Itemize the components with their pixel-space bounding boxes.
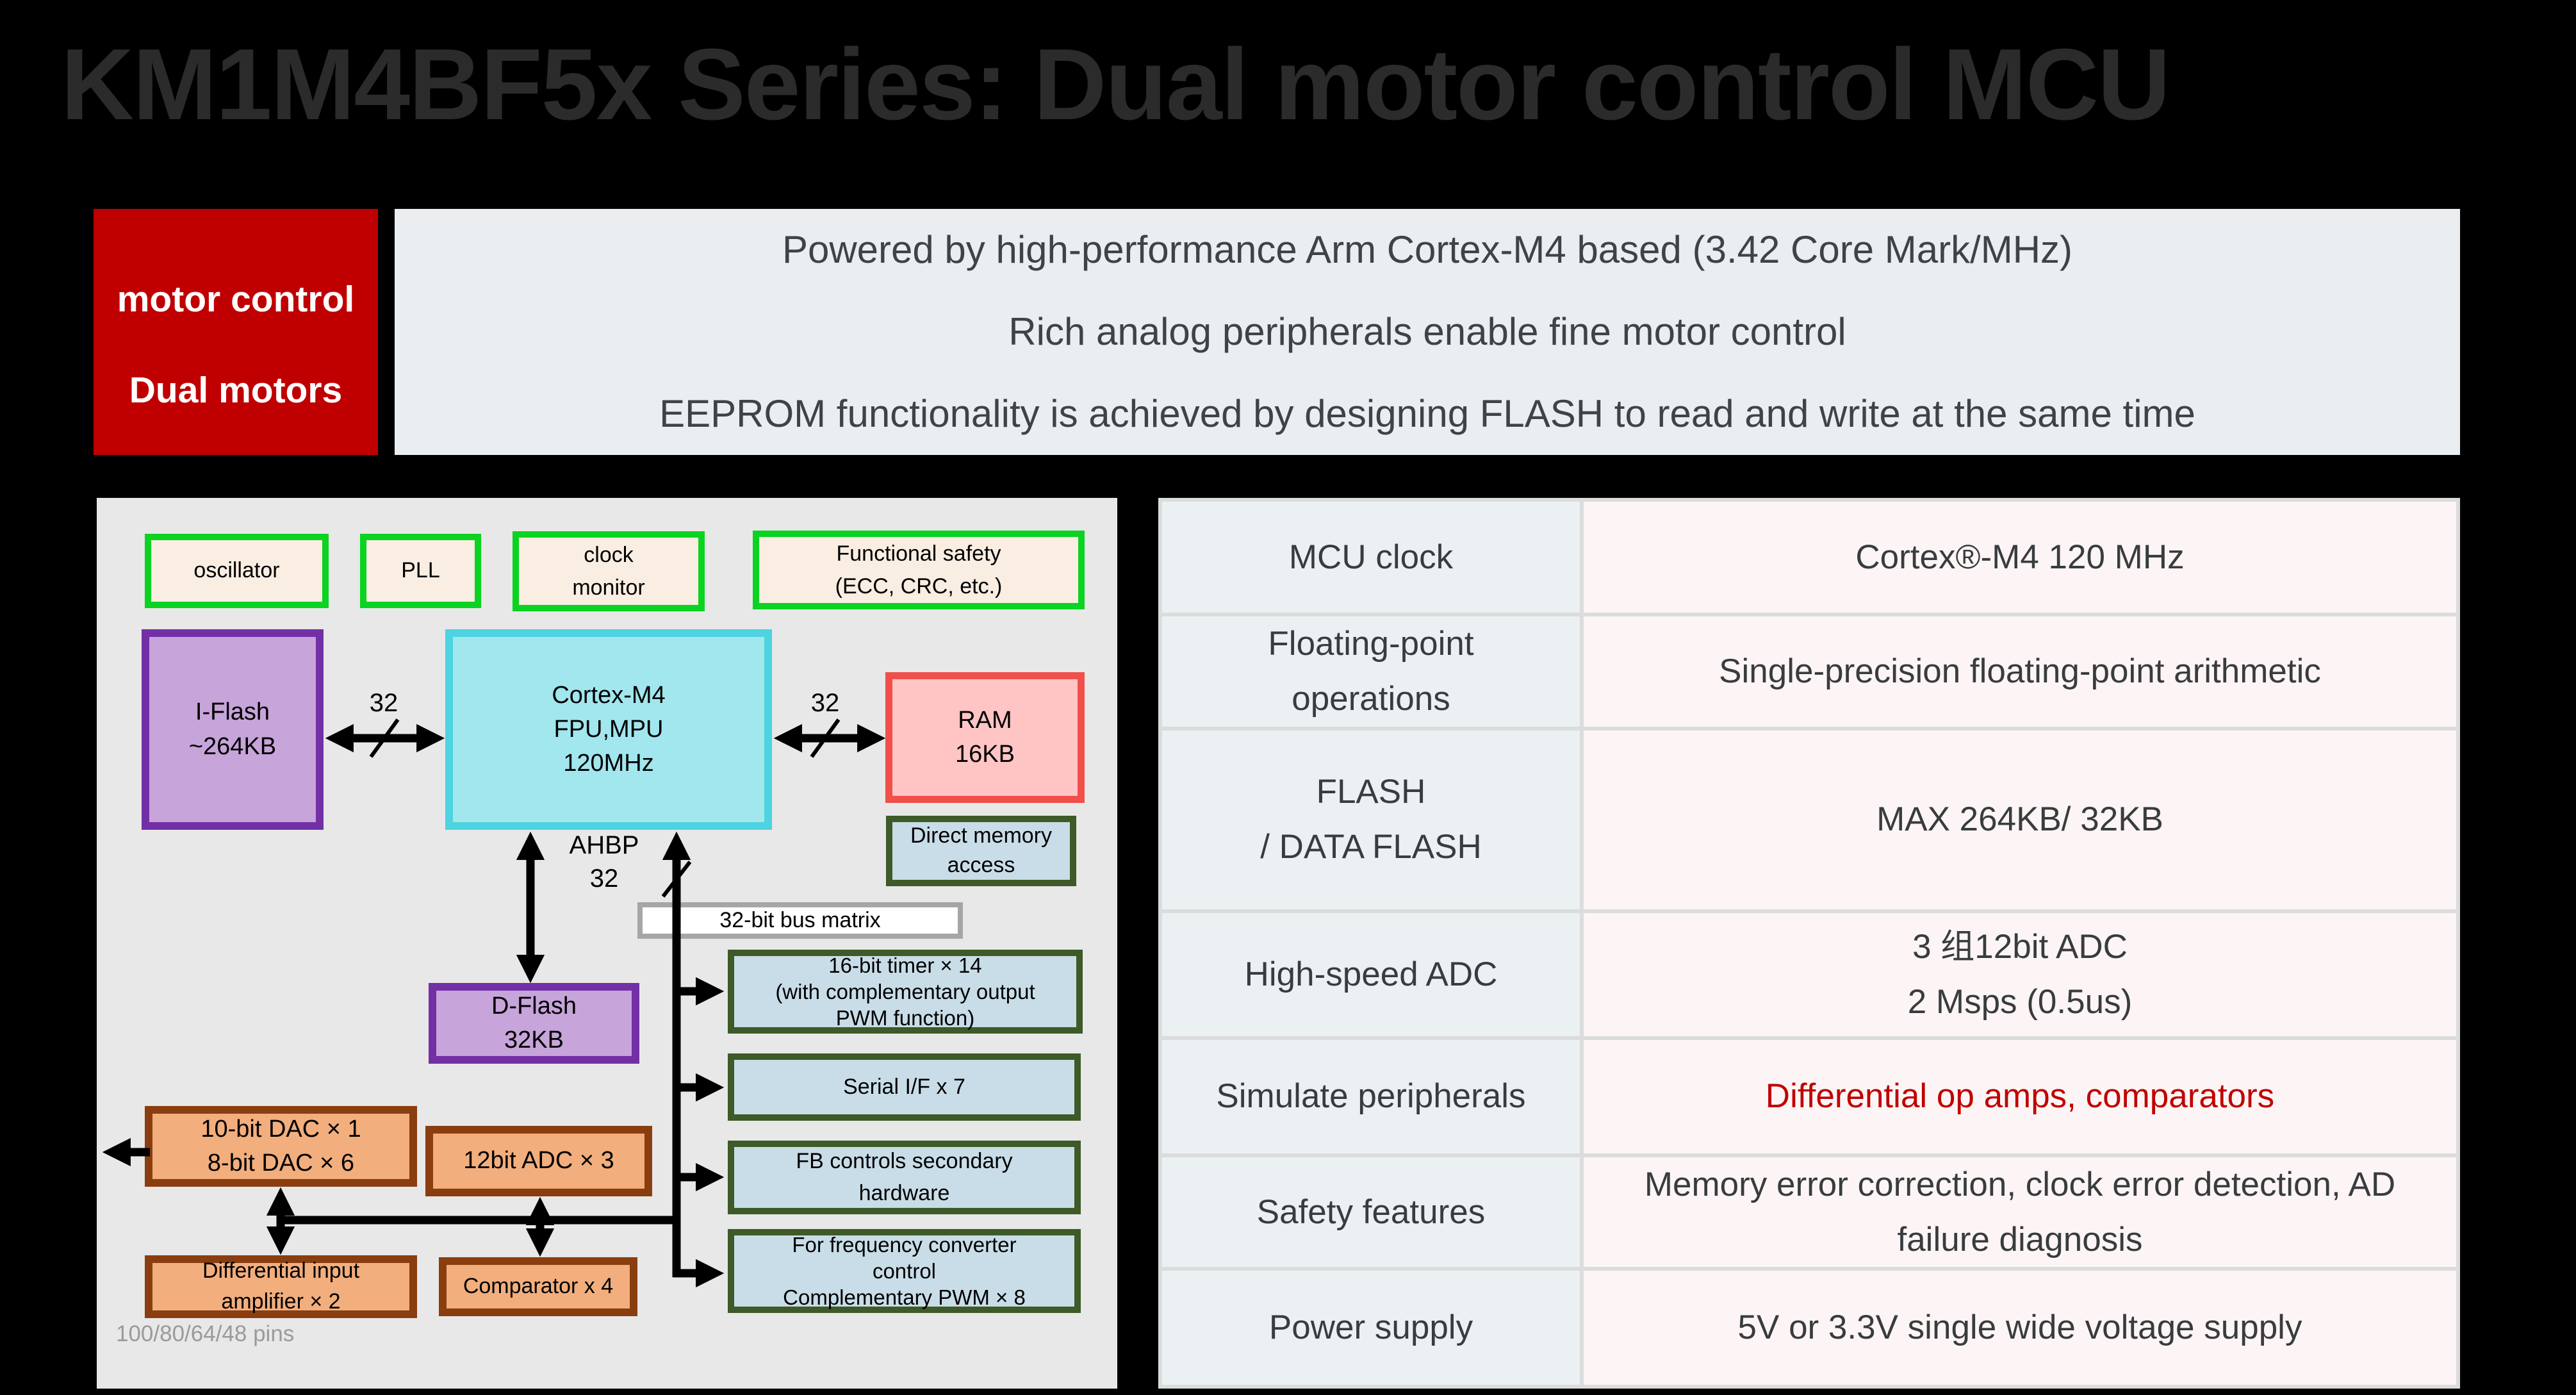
spec-label: MCU clock — [1162, 502, 1580, 613]
badge-line-2: Dual motors — [129, 370, 343, 411]
table-row: Power supply 5V or 3.3V single wide volt… — [1162, 1271, 2456, 1385]
spec-value: Memory error correction, clock error det… — [1584, 1157, 2456, 1267]
diagram-block-dac: 10-bit DAC × 1 8-bit DAC × 6 — [145, 1106, 417, 1187]
table-row: Floating-point operations Single-precisi… — [1162, 616, 2456, 727]
badge-line-1: motor control — [117, 279, 355, 320]
diagram-block-ram: RAM 16KB — [885, 672, 1085, 803]
diagram-block-oscillator: oscillator — [145, 534, 329, 608]
spec-label: Power supply — [1162, 1271, 1580, 1385]
diagram-block-dflash: D-Flash 32KB — [429, 983, 639, 1064]
table-row: Simulate peripherals Differential op amp… — [1162, 1039, 2456, 1153]
spec-label: Safety features — [1162, 1157, 1580, 1267]
feature-highlights: Powered by high-performance Arm Cortex-M… — [395, 209, 2460, 455]
bus-width-label-left: 32 — [369, 689, 398, 717]
diagram-block-pll: PLL — [360, 534, 481, 608]
bus-width-label-right: 32 — [810, 689, 840, 717]
diagram-block-comparator: Comparator x 4 — [439, 1257, 637, 1316]
spec-value: MAX 264KB/ 32KB — [1584, 730, 2456, 909]
spec-value: 5V or 3.3V single wide voltage supply — [1584, 1271, 2456, 1385]
highlight-line: EEPROM functionality is achieved by desi… — [659, 392, 2195, 435]
ahbp-label: AHBP — [569, 831, 639, 859]
diagram-block-timer: 16-bit timer × 14 (with complementary ou… — [728, 950, 1083, 1034]
ahbp-width-label: 32 — [589, 864, 619, 893]
diagram-block-functional-safety: Functional safety (ECC, CRC, etc.) — [753, 531, 1085, 609]
diagram-block-diff-amp: Differential input amplifier × 2 — [145, 1255, 417, 1318]
highlight-line: Powered by high-performance Arm Cortex-M… — [782, 228, 2073, 271]
pins-note: 100/80/64/48 pins — [116, 1321, 295, 1346]
spec-table: MCU clock Cortex®-M4 120 MHz Floating-po… — [1158, 498, 2460, 1389]
spec-label: Simulate peripherals — [1162, 1039, 1580, 1153]
table-row: FLASH / DATA FLASH MAX 264KB/ 32KB — [1162, 730, 2456, 909]
diagram-block-fb-controls: FB controls secondary hardware — [728, 1141, 1081, 1214]
spec-value: Single-precision floating-point arithmet… — [1584, 616, 2456, 727]
table-row: Safety features Memory error correction,… — [1162, 1157, 2456, 1267]
diagram-block-dma: Direct memory access — [886, 816, 1076, 886]
diagram-block-cortex-m4: Cortex-M4 FPU,MPU 120MHz — [445, 629, 772, 830]
spec-label: High-speed ADC — [1162, 912, 1580, 1036]
bus-slash-left — [369, 718, 400, 758]
spec-label: Floating-point operations — [1162, 616, 1580, 727]
diagram-block-adc: 12bit ADC × 3 — [425, 1126, 652, 1196]
spec-label: FLASH / DATA FLASH — [1162, 730, 1580, 909]
motor-control-badge: motor control Dual motors — [94, 209, 378, 455]
spec-value: Differential op amps, comparators — [1584, 1039, 2456, 1153]
spec-value: Cortex®-M4 120 MHz — [1584, 502, 2456, 613]
spec-value: 3 组12bit ADC 2 Msps (0.5us) — [1584, 912, 2456, 1036]
diagram-block-clock-monitor: clock monitor — [513, 531, 705, 611]
diagram-block-bus-matrix: 32-bit bus matrix — [637, 902, 963, 939]
page-title: KM1M4BF5x Series: Dual motor control MCU — [61, 28, 2170, 141]
table-row: MCU clock Cortex®-M4 120 MHz — [1162, 502, 2456, 613]
diagram-block-iflash: I-Flash ~264KB — [142, 629, 324, 830]
block-diagram: oscillator PLL clock monitor Functional … — [97, 498, 1117, 1389]
diagram-block-freq-converter: For frequency converter control Compleme… — [728, 1229, 1081, 1313]
bus-slash-right — [810, 718, 841, 758]
table-row: High-speed ADC 3 组12bit ADC 2 Msps (0.5u… — [1162, 912, 2456, 1036]
diagram-block-serial: Serial I/F x 7 — [728, 1053, 1081, 1121]
highlight-line: Rich analog peripherals enable fine moto… — [1008, 310, 1846, 353]
